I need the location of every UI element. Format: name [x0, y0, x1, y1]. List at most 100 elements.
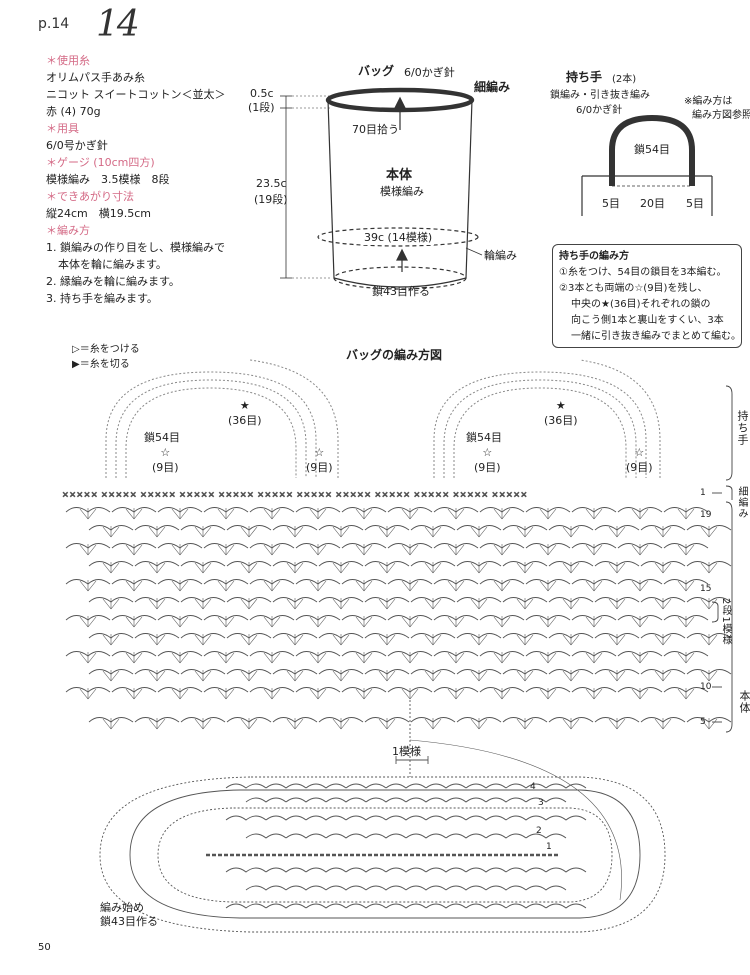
bag-edge-label: 細編み — [474, 80, 511, 94]
fan-stitch-spokes — [378, 562, 396, 574]
base-fan-stitch — [525, 885, 567, 891]
fan-stitch-spokes — [470, 598, 488, 610]
fan-stitch-spokes — [401, 580, 419, 592]
fan-stitch-spokes — [309, 652, 327, 664]
callout-line: 向こう側1本と裏山をすくい、3本 — [571, 315, 724, 326]
fan-stitch-spokes — [677, 580, 695, 592]
base-fan-stitch — [285, 797, 327, 803]
fan-stitch-spokes — [516, 598, 534, 610]
fan-stitch-spokes — [125, 652, 143, 664]
fan-stitch-spokes — [631, 688, 649, 700]
fan-stitch-spokes — [562, 718, 580, 730]
info-line: 赤 (4) 70g — [46, 105, 101, 118]
fan-stitch-spokes — [332, 634, 350, 646]
info-line: 3. 持ち手を編みます。 — [46, 292, 158, 305]
fan-stitch-spokes — [286, 598, 304, 610]
fan-stitch-spokes — [424, 562, 442, 574]
fan-stitch-spokes — [700, 634, 718, 646]
fan-stitch-spokes — [286, 526, 304, 538]
base-fan-stitch — [505, 783, 547, 789]
chain54-right: 鎖54目 — [466, 431, 502, 444]
fan-stitch-spokes — [516, 634, 534, 646]
legend-attach: ▷＝糸をつける — [72, 344, 140, 355]
fan-stitch-spokes — [286, 562, 304, 574]
fan-stitch-spokes — [677, 688, 695, 700]
fan-stitch-spokes — [355, 508, 373, 520]
fan-stitch-spokes — [240, 634, 258, 646]
handle-hook: 6/0かぎ針 — [576, 105, 623, 116]
fan-stitch-spokes — [631, 508, 649, 520]
fan-stitch-spokes — [148, 562, 166, 574]
fan-stitch-spokes — [102, 562, 120, 574]
attach-yarn-icon: ▷ — [72, 344, 80, 355]
fan-stitch-spokes — [424, 718, 442, 730]
fan-stitch-spokes — [470, 718, 488, 730]
fan-stitch-spokes — [516, 718, 534, 730]
info-line: ＊使用糸 — [46, 54, 90, 67]
fan-stitch-spokes — [608, 526, 626, 538]
fan-stitch-spokes — [447, 652, 465, 664]
base-fan-stitch — [345, 867, 387, 873]
star-outline-icon: ☆ — [482, 446, 493, 459]
base-fan-stitch — [425, 867, 467, 873]
row-label-15: 15 — [700, 584, 712, 594]
base-fan-stitch — [265, 867, 307, 873]
row-label-5: 5 — [700, 717, 706, 727]
base-row-2: 2 — [536, 826, 542, 836]
fan-stitch-spokes — [401, 688, 419, 700]
handle-chain: 鎖54目 — [634, 143, 670, 156]
base-fan-stitch — [425, 815, 467, 821]
fan-stitch-spokes — [286, 718, 304, 730]
fan-stitch-spokes — [562, 598, 580, 610]
base-fan-stitch — [445, 797, 487, 803]
base-fan-stitch — [225, 783, 267, 789]
fan-stitch-spokes — [217, 652, 235, 664]
base-oval — [99, 700, 666, 933]
star-icon: ★ — [555, 399, 566, 412]
base-fan-stitch — [345, 903, 387, 909]
base-fan-stitch — [245, 885, 287, 891]
fan-stitch-spokes — [585, 508, 603, 520]
fan-stitch-spokes — [102, 598, 120, 610]
fan-stitch-spokes — [654, 562, 672, 574]
fan-stitch-spokes — [677, 508, 695, 520]
fan-stitch-spokes — [562, 562, 580, 574]
fan-stitch-spokes — [309, 544, 327, 556]
base-fan-stitch — [465, 867, 507, 873]
fan-stitch-spokes — [677, 616, 695, 628]
fan-stitch-spokes — [102, 634, 120, 646]
fan-stitch-spokes — [562, 670, 580, 682]
fan-stitch-spokes — [332, 598, 350, 610]
base-fan-stitch — [505, 815, 547, 821]
info-line: ＊ゲージ (10cm四方) — [46, 156, 155, 169]
base-fan-stitch — [245, 833, 287, 839]
fan-stitch-spokes — [562, 526, 580, 538]
base-fan-stitch — [325, 833, 367, 839]
fan-stitch-spokes — [240, 718, 258, 730]
fan-stitch-spokes — [355, 580, 373, 592]
info-line: オリムパス手あみ糸 — [46, 71, 145, 84]
fan-stitch-spokes — [125, 544, 143, 556]
base-fan-stitch — [465, 815, 507, 821]
base-fan-stitch — [425, 783, 467, 789]
start-chain-label: 鎖43目作る — [100, 915, 158, 928]
fan-stitch-spokes — [585, 688, 603, 700]
fan-stitch-spokes — [355, 688, 373, 700]
info-line: ＊用具 — [46, 122, 79, 135]
fan-stitch-spokes — [401, 544, 419, 556]
base-fan-stitch — [305, 815, 347, 821]
fan-stitch-spokes — [263, 688, 281, 700]
fan-stitch-spokes — [677, 544, 695, 556]
fan-stitch-spokes — [493, 580, 511, 592]
fan-stitch-spokes — [539, 508, 557, 520]
fan-stitch-spokes — [263, 580, 281, 592]
base-fan-stitch — [445, 885, 487, 891]
fan-stitch-spokes — [194, 670, 212, 682]
fan-stitch-spokes — [401, 508, 419, 520]
fan-stitch-spokes — [539, 652, 557, 664]
side-star-3: ☆(9目) — [474, 446, 501, 474]
bag-hook: 6/0かぎ針 — [404, 66, 455, 79]
side-label-handle: 持ち手 — [736, 410, 749, 446]
side-brackets — [711, 385, 733, 733]
base-fan-stitch — [545, 815, 587, 821]
